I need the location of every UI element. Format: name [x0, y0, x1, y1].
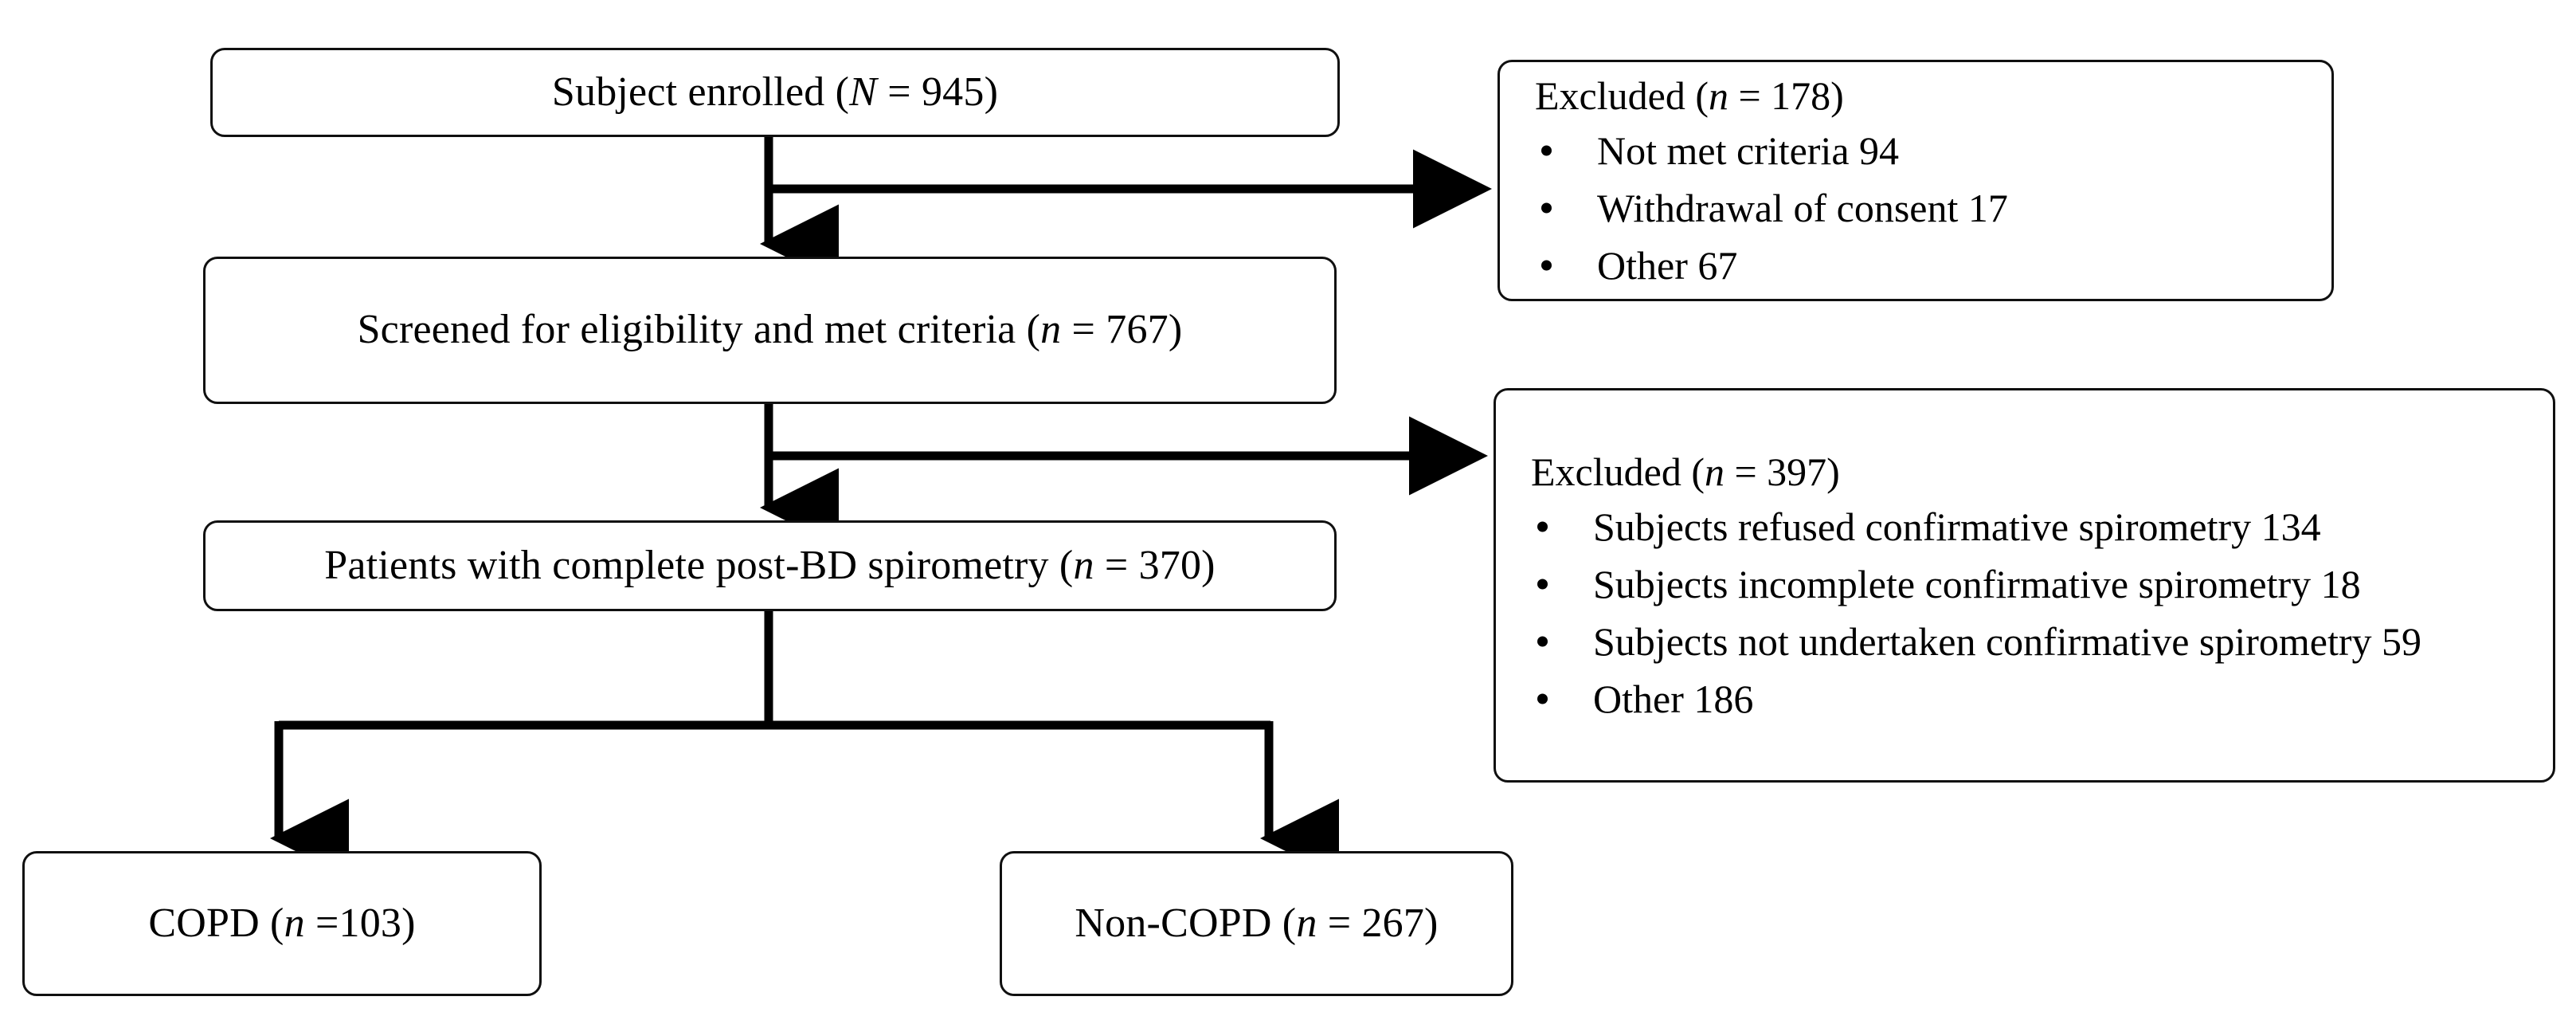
stat-symbol: N: [849, 69, 878, 115]
list-item-label: Subjects incomplete confirmative spirome…: [1593, 562, 2361, 606]
node-excluded-2-reason-list: Subjects refused confirmative spirometry…: [1496, 505, 2553, 720]
list-item: Withdrawal of consent 17: [1535, 186, 2331, 230]
label-middle: =103: [304, 900, 402, 946]
label-suffix: ): [1168, 307, 1183, 353]
stat-symbol: n: [1708, 73, 1728, 118]
label-prefix: Screened for eligibility and met criteri…: [357, 307, 1041, 353]
list-item-label: Subjects refused confirmative spirometry…: [1593, 504, 2321, 549]
stat-symbol: n: [1296, 900, 1317, 946]
label-prefix: COPD (: [148, 900, 284, 946]
node-excluded-1[interactable]: Excluded (n = 178) Not met criteria 94 W…: [1497, 60, 2334, 301]
list-item: Other 67: [1535, 244, 2331, 287]
node-copd-label: COPD (n =103): [148, 900, 415, 947]
heading-prefix: Excluded (: [1531, 449, 1705, 494]
list-item-label: Other 67: [1597, 243, 1738, 288]
stat-symbol: n: [284, 900, 305, 946]
list-item: Subjects incomplete confirmative spirome…: [1531, 563, 2553, 606]
bullet-icon: [1541, 260, 1552, 271]
bullet-icon: [1537, 579, 1548, 590]
heading-suffix: ): [1826, 449, 1840, 494]
label-middle: = 267: [1317, 900, 1425, 946]
stat-symbol: n: [1704, 449, 1725, 494]
label-suffix: ): [984, 69, 999, 115]
bullet-icon: [1537, 693, 1548, 704]
label-middle: = 945: [877, 69, 985, 115]
label-suffix: ): [1424, 900, 1439, 946]
list-item-label: Not met criteria 94: [1597, 128, 1900, 173]
node-non-copd[interactable]: Non-COPD (n = 267): [1000, 851, 1513, 996]
stat-symbol: n: [1073, 542, 1094, 588]
node-excluded-2[interactable]: Excluded (n = 397) Subjects refused conf…: [1494, 388, 2555, 783]
label-middle: = 370: [1094, 542, 1202, 588]
node-screened-eligibility-label: Screened for eligibility and met criteri…: [358, 307, 1183, 353]
bullet-icon: [1537, 521, 1548, 532]
node-excluded-1-reason-list: Not met criteria 94 Withdrawal of consen…: [1500, 129, 2331, 287]
heading-suffix: ): [1830, 73, 1844, 118]
heading-prefix: Excluded (: [1535, 73, 1709, 118]
bullet-icon: [1537, 636, 1548, 647]
node-non-copd-label: Non-COPD (n = 267): [1075, 900, 1438, 947]
list-item: Other 186: [1531, 677, 2553, 720]
list-item-label: Withdrawal of consent 17: [1597, 186, 2008, 230]
label-prefix: Patients with complete post-BD spirometr…: [324, 542, 1074, 588]
node-subject-enrolled[interactable]: Subject enrolled (N = 945): [210, 48, 1340, 137]
label-prefix: Non-COPD (: [1075, 900, 1297, 946]
label-suffix: ): [401, 900, 416, 946]
node-copd[interactable]: COPD (n =103): [22, 851, 542, 996]
node-complete-spirometry[interactable]: Patients with complete post-BD spirometr…: [203, 520, 1337, 611]
bullet-icon: [1541, 202, 1552, 214]
list-item-label: Other 186: [1593, 677, 1754, 721]
node-excluded-1-heading: Excluded (n = 178): [1535, 74, 2331, 118]
node-excluded-2-heading: Excluded (n = 397): [1531, 450, 2553, 494]
node-subject-enrolled-label: Subject enrolled (N = 945): [552, 69, 998, 116]
list-item-label: Subjects not undertaken confirmative spi…: [1593, 619, 2422, 664]
list-item: Subjects not undertaken confirmative spi…: [1531, 620, 2553, 663]
heading-middle: = 397: [1724, 449, 1827, 494]
label-prefix: Subject enrolled (: [551, 69, 850, 115]
bullet-icon: [1541, 145, 1552, 156]
node-screened-eligibility[interactable]: Screened for eligibility and met criteri…: [203, 257, 1337, 404]
stat-symbol: n: [1040, 307, 1062, 353]
node-complete-spirometry-label: Patients with complete post-BD spirometr…: [324, 543, 1215, 589]
list-item: Subjects refused confirmative spirometry…: [1531, 505, 2553, 548]
label-middle: = 767: [1061, 307, 1169, 353]
label-suffix: ): [1201, 542, 1216, 588]
list-item: Not met criteria 94: [1535, 129, 2331, 172]
heading-middle: = 178: [1728, 73, 1831, 118]
